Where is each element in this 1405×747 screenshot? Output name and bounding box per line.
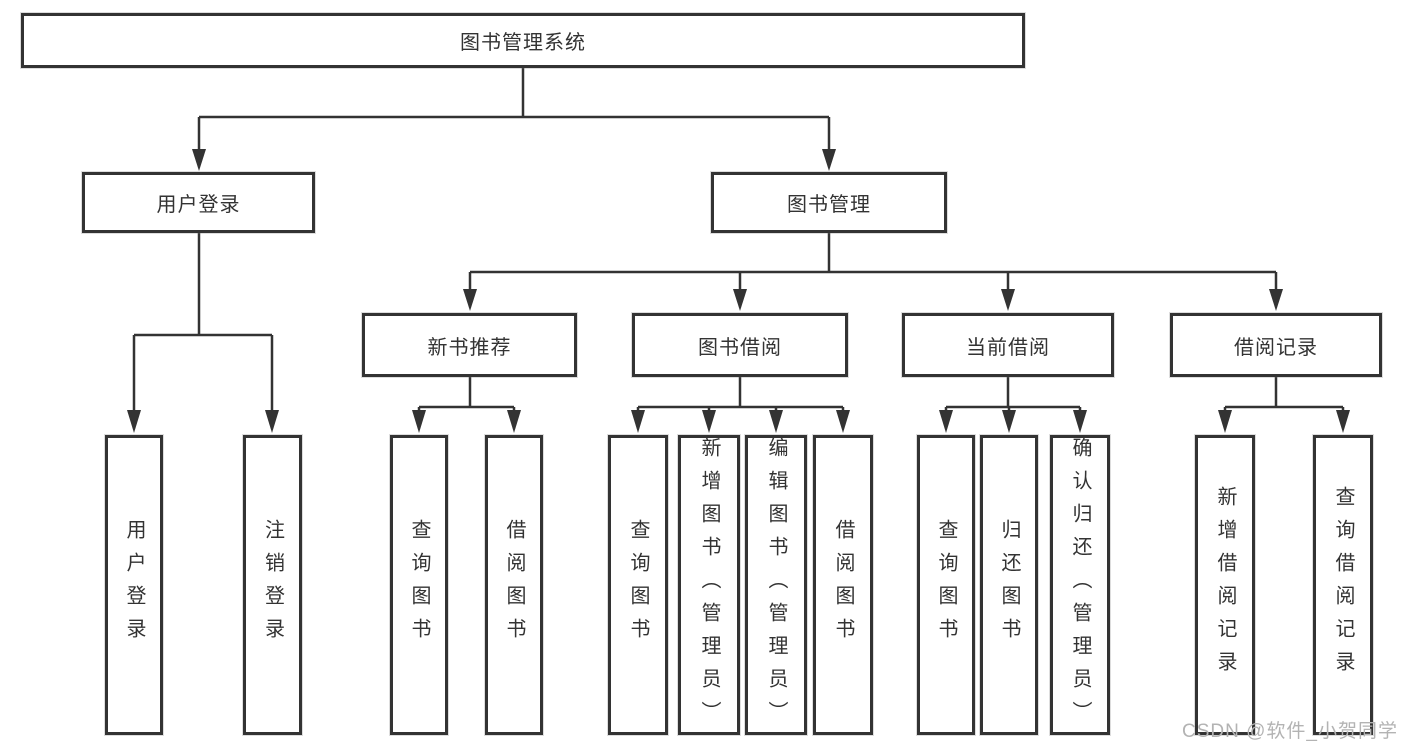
node-current-borrowing: 当前借阅 [902, 313, 1114, 377]
node-book-management-label: 图书管理 [787, 194, 871, 216]
leaf-borrow-books-recommend: 借阅图书 [485, 435, 543, 735]
node-borrowing-records-label: 借阅记录 [1234, 336, 1318, 359]
leaf-add-borrow-record: 新增借阅记录 [1195, 435, 1255, 735]
node-book-management: 图书管理 [711, 172, 947, 233]
node-book-borrowing: 图书借阅 [632, 313, 848, 377]
leaf-user-login: 用户登录 [105, 435, 163, 735]
watermark: CSDN @软件_小贺同学 [1182, 721, 1398, 742]
leaf-edit-book-admin: 编辑图书（管理员） [745, 435, 807, 735]
leaf-return-book: 归还图书 [980, 435, 1038, 735]
leaf-logout: 注销登录 [243, 435, 302, 735]
leaf-query-books-current: 查询图书 [917, 435, 975, 735]
arrowheads [127, 149, 1350, 433]
leaf-borrow-books: 借阅图书 [813, 435, 873, 735]
leaf-query-borrow-record: 查询借阅记录 [1313, 435, 1373, 735]
leaf-query-books-recommend: 查询图书 [390, 435, 448, 735]
node-new-book-recommendation-label: 新书推荐 [427, 336, 512, 359]
leaf-query-books-borrow: 查询图书 [608, 435, 668, 735]
node-book-borrowing-label: 图书借阅 [698, 336, 782, 359]
node-root-label: 图书管理系统 [460, 32, 586, 54]
leaf-confirm-return-admin: 确认归还（管理员） [1050, 435, 1110, 735]
node-new-book-recommendation: 新书推荐 [362, 313, 577, 377]
node-borrowing-records: 借阅记录 [1170, 313, 1382, 377]
node-current-borrowing-label: 当前借阅 [966, 336, 1050, 359]
node-user-login-label: 用户登录 [156, 194, 241, 216]
node-root: 图书管理系统 [21, 13, 1025, 68]
leaf-add-book-admin: 新增图书（管理员） [678, 435, 740, 735]
node-user-login: 用户登录 [82, 172, 315, 233]
